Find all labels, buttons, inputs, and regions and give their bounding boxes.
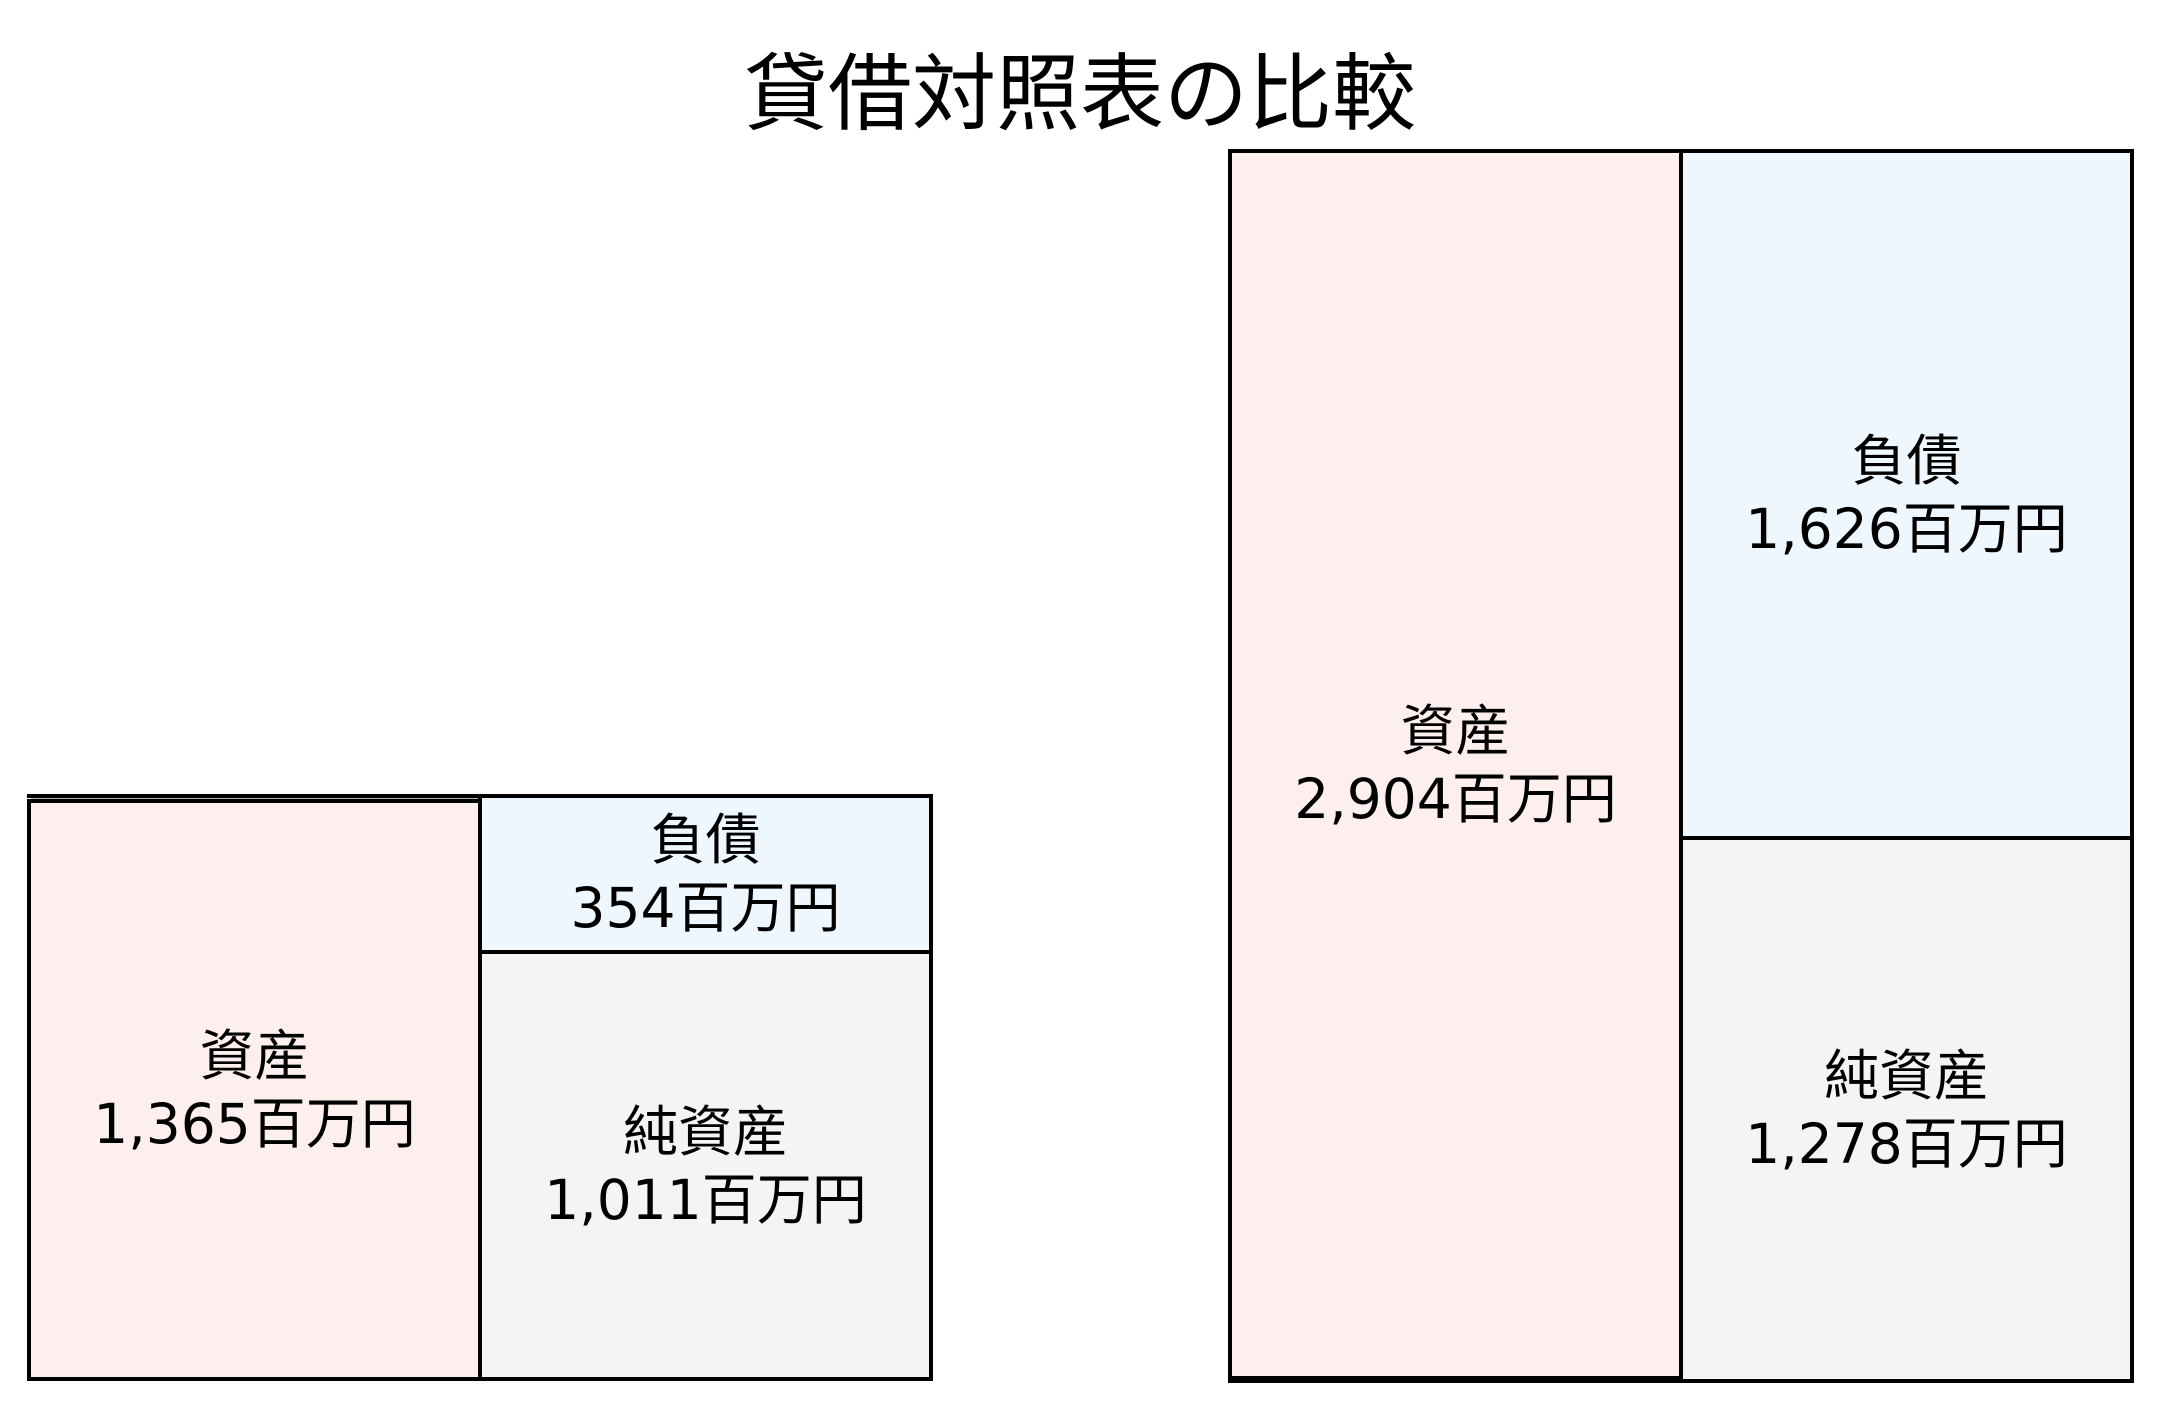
liabilities-value: 1,626百万円	[1745, 496, 2068, 561]
frame-top-border	[27, 794, 482, 798]
liabilities-block: 負債 354百万円	[478, 794, 933, 954]
frame-gap-line	[31, 798, 478, 799]
net-assets-label: 純資産	[1823, 1043, 1989, 1108]
assets-block: 資産 2,904百万円	[1228, 149, 1683, 1383]
liabilities-label: 負債	[650, 808, 761, 872]
assets-block: 資産 1,365百万円	[27, 799, 482, 1381]
net-assets-label: 純資産	[622, 1099, 788, 1164]
net-assets-value: 1,011百万円	[544, 1167, 867, 1232]
assets-label: 資産	[199, 1024, 310, 1088]
assets-label: 資産	[1400, 698, 1511, 763]
liabilities-label: 負債	[1851, 428, 1962, 493]
assets-value: 1,365百万円	[93, 1092, 416, 1156]
assets-value: 2,904百万円	[1294, 766, 1617, 831]
net-assets-block: 純資産 1,278百万円	[1679, 836, 2134, 1383]
liabilities-value: 354百万円	[570, 876, 841, 940]
chart-title: 貸借対照表の比較	[743, 45, 1416, 143]
net-assets-block: 純資産 1,011百万円	[478, 950, 933, 1381]
liabilities-block: 負債 1,626百万円	[1679, 149, 2134, 840]
net-assets-value: 1,278百万円	[1745, 1111, 2068, 1176]
